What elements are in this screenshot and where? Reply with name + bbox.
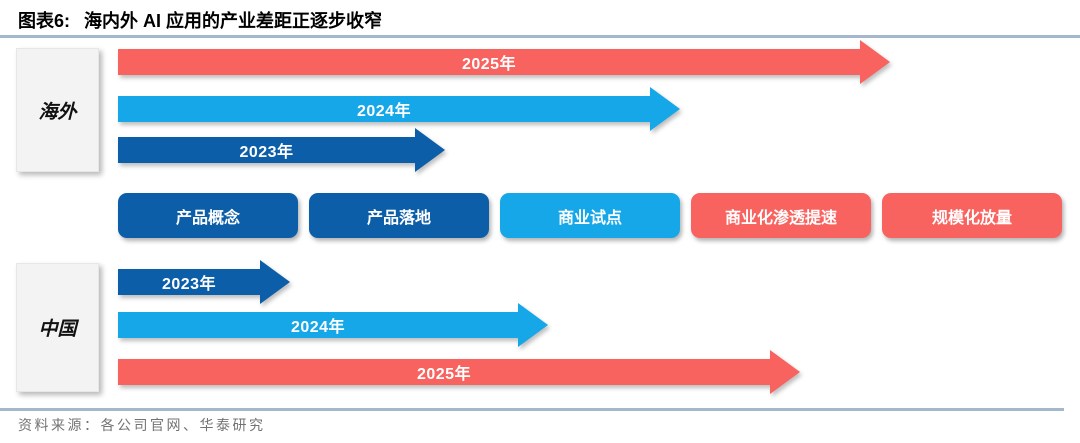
arrow-bar: 2024年	[118, 96, 650, 122]
stages-row: 产品概念 产品落地 商业试点 商业化渗透提速 规模化放量	[118, 193, 1062, 238]
arrow-bar: 2025年	[118, 49, 860, 75]
stage-box-scale-up: 规模化放量	[882, 193, 1062, 238]
arrow-head-icon	[260, 260, 290, 304]
china-label: 中国	[38, 319, 77, 340]
arrow-head-icon	[860, 40, 890, 84]
arrow-bar: 2023年	[118, 137, 415, 163]
arrow-bar: 2025年	[118, 359, 770, 385]
year-label: 2024年	[356, 103, 412, 120]
arrow-head-icon	[518, 303, 548, 347]
overseas-label: 海外	[38, 101, 77, 123]
year-label: 2024年	[290, 319, 346, 336]
arrow-head-icon	[415, 128, 445, 172]
title-underline	[0, 35, 1080, 38]
stage-label: 规模化放量	[931, 209, 1012, 227]
china-arrow-2023: 2023年	[118, 260, 290, 304]
page-title: 图表6: 海内外 AI 应用的产业差距正逐步收窄	[18, 7, 382, 33]
overseas-arrow-2024: 2024年	[118, 87, 680, 131]
stage-box-product-concept: 产品概念	[118, 193, 298, 238]
stage-label: 产品落地	[366, 209, 431, 227]
china-arrow-2025: 2025年	[118, 350, 800, 394]
arrow-bar: 2024年	[118, 312, 518, 338]
arrow-bar: 2023年	[118, 269, 260, 295]
stage-box-product-launch: 产品落地	[309, 193, 489, 238]
stage-label: 商业化渗透提速	[724, 209, 837, 227]
source-text: 资料来源：各公司官网、华泰研究	[18, 419, 266, 434]
overseas-arrow-2025: 2025年	[118, 40, 890, 84]
stage-box-commercial-pilot: 商业试点	[500, 193, 680, 238]
year-label: 2025年	[461, 56, 517, 73]
overseas-arrow-2023: 2023年	[118, 128, 445, 172]
arrow-head-icon	[770, 350, 800, 394]
stage-label: 商业试点	[557, 209, 622, 227]
figure-title-text: 海内外 AI 应用的产业差距正逐步收窄	[84, 11, 383, 31]
footer-divider	[0, 408, 1064, 411]
figure-number-label: 图表6:	[18, 11, 71, 31]
year-label: 2023年	[161, 276, 217, 293]
year-label: 2025年	[416, 366, 472, 383]
china-arrow-2024: 2024年	[118, 303, 548, 347]
overseas-label-box: 海外	[16, 48, 99, 172]
china-label-box: 中国	[16, 263, 99, 392]
stage-label: 产品概念	[175, 209, 240, 227]
year-label: 2023年	[239, 144, 294, 161]
arrow-head-icon	[650, 87, 680, 131]
stage-box-commercial-penetration: 商业化渗透提速	[691, 193, 871, 238]
